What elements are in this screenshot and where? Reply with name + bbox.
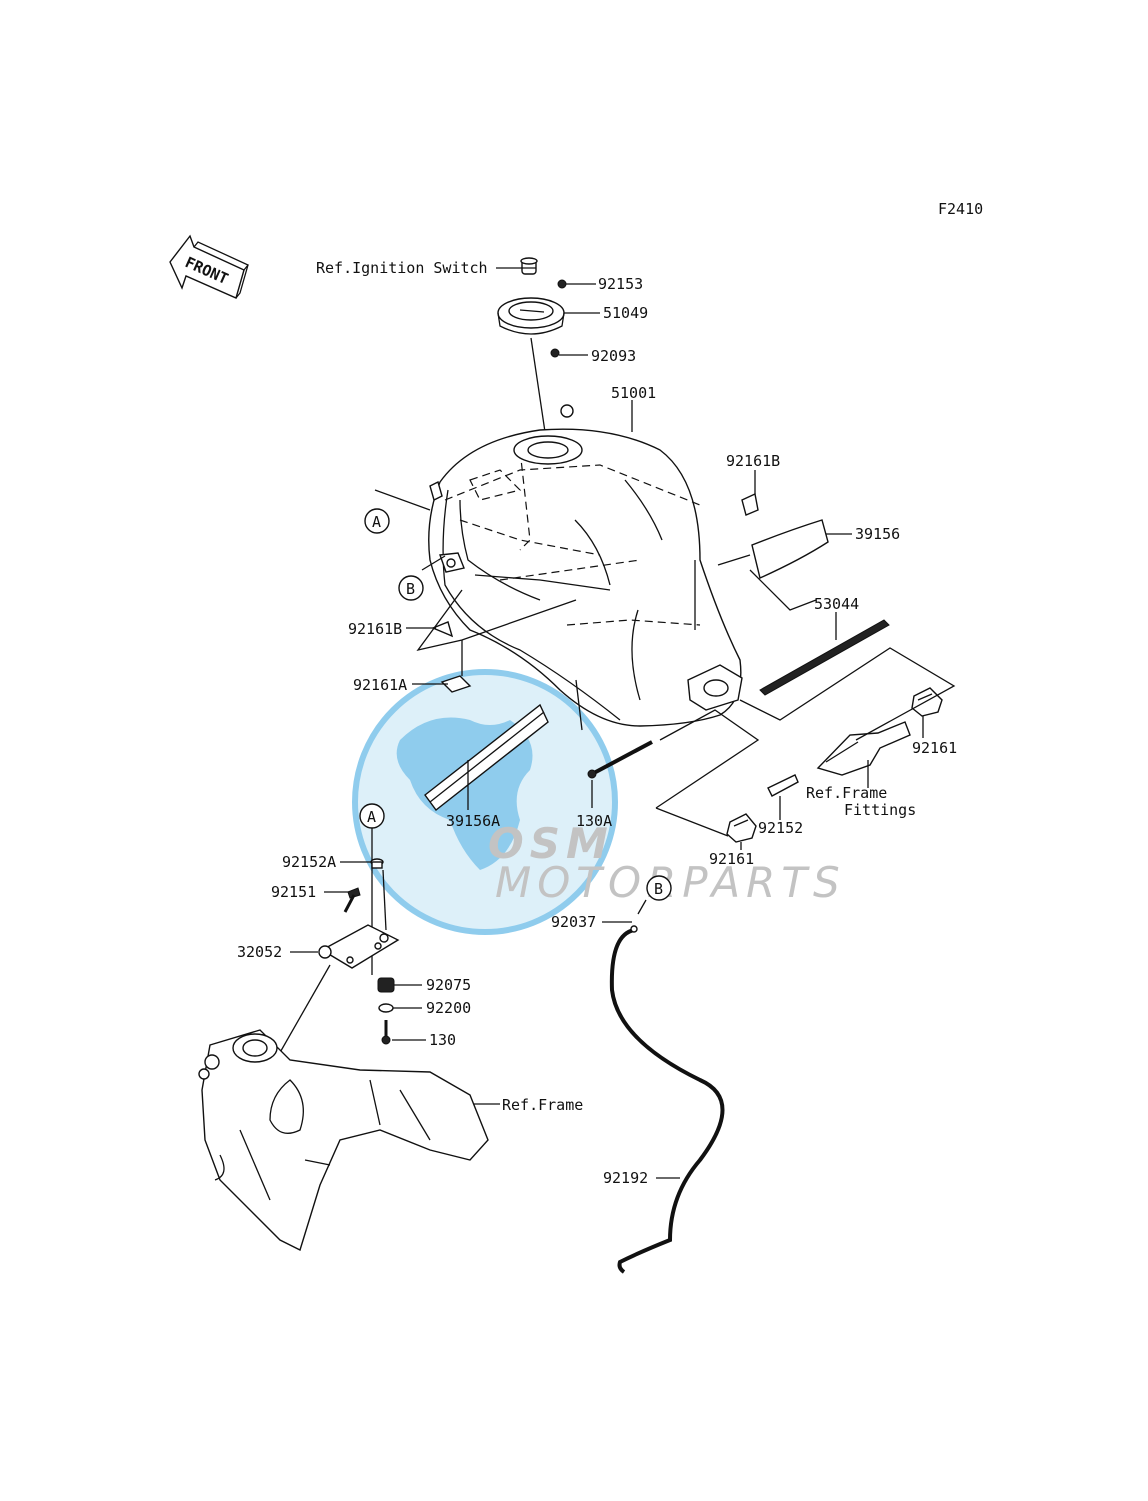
part-92161b-right-label: 92161B — [726, 452, 780, 470]
part-53044-label: 53044 — [814, 595, 859, 613]
part-130a-label: 130A — [576, 812, 612, 830]
svg-text:A: A — [372, 513, 381, 531]
svg-text:A: A — [367, 808, 376, 826]
part-92153-label: 92153 — [598, 275, 643, 293]
part-92200-label: 92200 — [426, 999, 471, 1017]
part-39156a-label: 39156A — [446, 812, 500, 830]
watermark-brand: OSM — [488, 819, 614, 868]
damper-92161-mid — [726, 813, 757, 843]
watermark: OSM MOTORPARTS — [352, 669, 840, 935]
part-92161b-left-label: 92161B — [348, 620, 402, 638]
ref-ignition-switch-label: Ref.Ignition Switch — [316, 259, 488, 277]
part-51049-label: 51049 — [603, 304, 648, 322]
svg-text:B: B — [654, 880, 663, 898]
bolt-130 — [381, 1020, 391, 1045]
pad-92161b-left — [431, 621, 454, 638]
ref-frame-fittings-label-1: Ref.Frame — [806, 784, 887, 802]
part-92161-mid-label: 92161 — [709, 850, 754, 868]
pad-39156 — [751, 519, 829, 579]
part-92037-label: 92037 — [551, 913, 596, 931]
bolt-130a — [587, 740, 653, 779]
part-32052-label: 32052 — [237, 943, 282, 961]
part-92152a-label: 92152A — [282, 853, 336, 871]
damper-92161-right — [911, 687, 943, 717]
collar-92152a — [370, 858, 384, 869]
part-92161a-label: 92161A — [353, 676, 407, 694]
part-39156-label: 39156 — [855, 525, 900, 543]
front-arrow-icon: FRONT — [169, 234, 250, 299]
part-92075-label: 92075 — [426, 976, 471, 994]
ref-frame-label: Ref.Frame — [502, 1096, 583, 1114]
callout-b-tank: B — [398, 575, 424, 601]
pad-39156a — [424, 703, 549, 811]
svg-text:B: B — [406, 580, 415, 598]
bracket-32052 — [318, 924, 400, 969]
leader-lines — [269, 267, 956, 1179]
diagram-code: F2410 — [938, 200, 983, 218]
strip-53044 — [759, 619, 890, 696]
fuel-tank — [428, 404, 743, 727]
pad-92161b-right — [741, 492, 759, 516]
part-92093-label: 92093 — [591, 347, 636, 365]
damper-92075 — [377, 977, 395, 993]
callout-a-tank: A — [364, 508, 390, 534]
part-92161-right-label: 92161 — [912, 739, 957, 757]
washer-92200 — [378, 1003, 394, 1013]
frame-part — [198, 1029, 489, 1251]
bolt-92151 — [343, 887, 361, 913]
part-130-label: 130 — [429, 1031, 456, 1049]
part-92151-label: 92151 — [271, 883, 316, 901]
part-92192-label: 92192 — [603, 1169, 648, 1187]
fuel-cap-assembly — [497, 257, 567, 453]
hose-92192 — [609, 925, 725, 1274]
part-92152-label: 92152 — [758, 819, 803, 837]
callout-a-lower: A — [359, 803, 385, 829]
collar-92152 — [767, 774, 799, 797]
ref-frame-fittings-label-2: Fittings — [844, 801, 916, 819]
callout-b-lower: B — [646, 875, 672, 901]
part-51001-label: 51001 — [611, 384, 656, 402]
frame-fittings-bracket — [816, 721, 911, 776]
pad-92161a — [440, 675, 472, 693]
